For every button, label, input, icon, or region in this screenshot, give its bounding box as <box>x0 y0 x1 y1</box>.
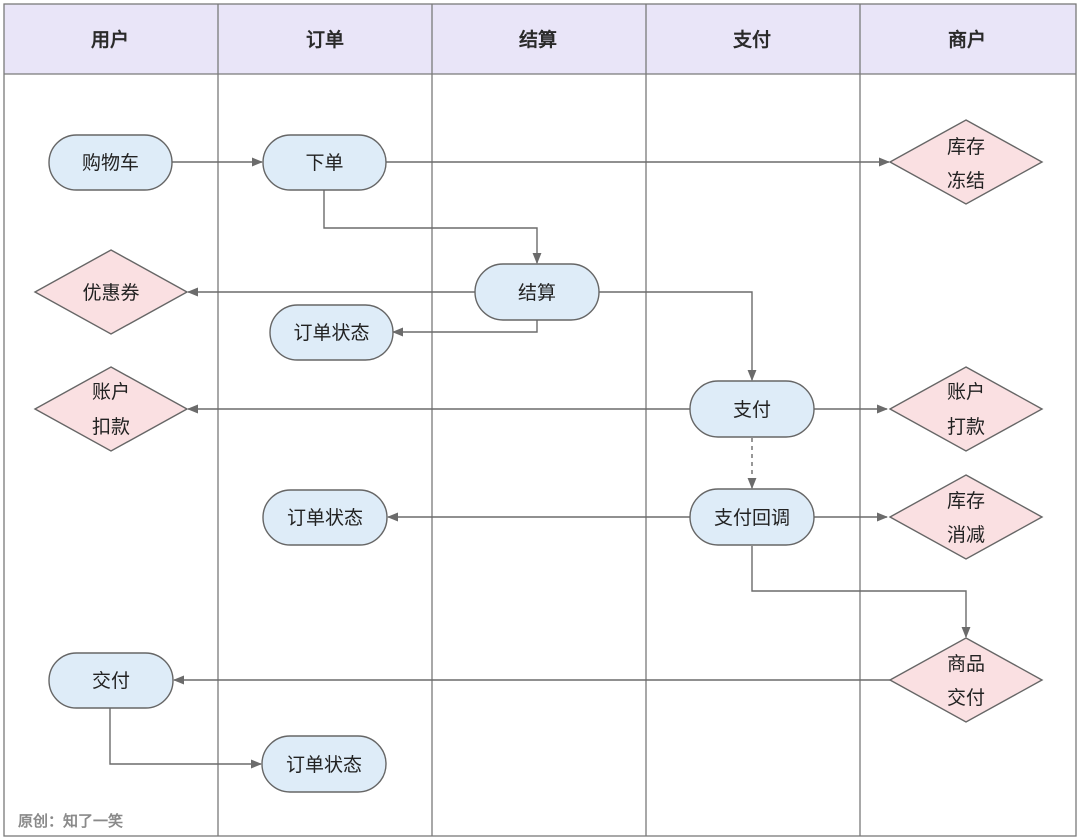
node-shape <box>262 489 388 546</box>
lane-grid <box>3 3 1077 837</box>
node-payment[interactable]: 支付 <box>689 380 815 438</box>
lane-header-settle: 结算 <box>519 28 557 51</box>
lane-header-order: 订单 <box>306 28 344 51</box>
node-label: 交付 <box>92 670 130 692</box>
edge-settlement-to-order-status-1 <box>391 320 538 337</box>
edge-place-order-to-settlement <box>323 190 542 265</box>
lane-header-user: 用户 <box>91 28 129 51</box>
node-goods-delivery[interactable]: 商品 交付 <box>888 637 1044 723</box>
node-label-line-2: 交付 <box>947 687 985 709</box>
node-label-line-2: 扣款 <box>92 416 130 438</box>
node-account-credit[interactable]: 账户 打款 <box>888 366 1044 452</box>
node-label-line-1: 账户 <box>947 381 985 403</box>
node-label-line-2: 打款 <box>947 416 985 438</box>
watermark: 原创：知了一笑 <box>18 812 123 830</box>
node-inventory-deduct[interactable]: 库存 消减 <box>888 474 1044 560</box>
node-shape <box>33 366 189 452</box>
node-label-line-2: 冻结 <box>947 170 985 192</box>
edge-callback-to-goods-delivery <box>751 546 971 639</box>
header-band <box>4 4 1076 74</box>
node-label-line-1: 商品 <box>947 653 985 675</box>
edge-delivery-to-order-status-3 <box>109 708 263 769</box>
node-order-status-3[interactable]: 订单状态 <box>261 735 387 793</box>
node-label: 支付回调 <box>714 507 790 529</box>
node-shape <box>48 134 173 191</box>
node-shape <box>261 735 387 793</box>
node-settlement[interactable]: 结算 <box>474 263 600 321</box>
node-label: 下单 <box>305 152 343 174</box>
node-label-line-1: 库存 <box>947 490 985 512</box>
node-delivery[interactable]: 交付 <box>48 652 174 709</box>
lane-header-pay: 支付 <box>732 28 771 51</box>
node-label: 购物车 <box>82 152 139 174</box>
node-coupon[interactable]: 优惠券 <box>33 249 189 335</box>
edge-settlement-to-payment <box>599 291 757 382</box>
node-account-debit[interactable]: 账户 扣款 <box>33 366 189 452</box>
node-shape <box>888 119 1044 205</box>
lane-headers: 用户 订单 结算 支付 商户 <box>4 4 1076 74</box>
node-shape <box>262 134 387 191</box>
node-inventory-freeze[interactable]: 库存 冻结 <box>888 119 1044 205</box>
node-shape <box>269 304 394 361</box>
node-label: 结算 <box>518 282 556 304</box>
node-shape <box>689 380 815 438</box>
lane-header-merchant: 商户 <box>948 28 986 51</box>
outer-border <box>3 3 1077 837</box>
node-shape <box>33 249 189 335</box>
node-shape <box>689 488 815 546</box>
node-label-line-2: 消减 <box>947 524 985 546</box>
edges <box>109 157 971 769</box>
node-shape <box>888 474 1044 560</box>
node-label: 优惠券 <box>82 282 139 304</box>
node-order-status-1[interactable]: 订单状态 <box>269 304 394 361</box>
node-label: 订单状态 <box>293 322 369 344</box>
node-shape <box>474 263 600 321</box>
node-label: 订单状态 <box>286 754 362 776</box>
node-place-order[interactable]: 下单 <box>262 134 387 191</box>
node-label-line-1: 库存 <box>947 136 985 158</box>
node-order-status-2[interactable]: 订单状态 <box>262 489 388 546</box>
node-shape <box>48 652 174 709</box>
node-label: 订单状态 <box>287 507 363 529</box>
node-shape <box>888 366 1044 452</box>
node-shape <box>888 637 1044 723</box>
nodes: 购物车 下单 结算 订单状态 支付 订单状态 支付回调 交付 <box>33 119 1044 793</box>
node-label: 支付 <box>733 399 771 421</box>
node-cart[interactable]: 购物车 <box>48 134 173 191</box>
node-label-line-1: 账户 <box>92 381 130 403</box>
node-payment-callback[interactable]: 支付回调 <box>689 488 815 546</box>
